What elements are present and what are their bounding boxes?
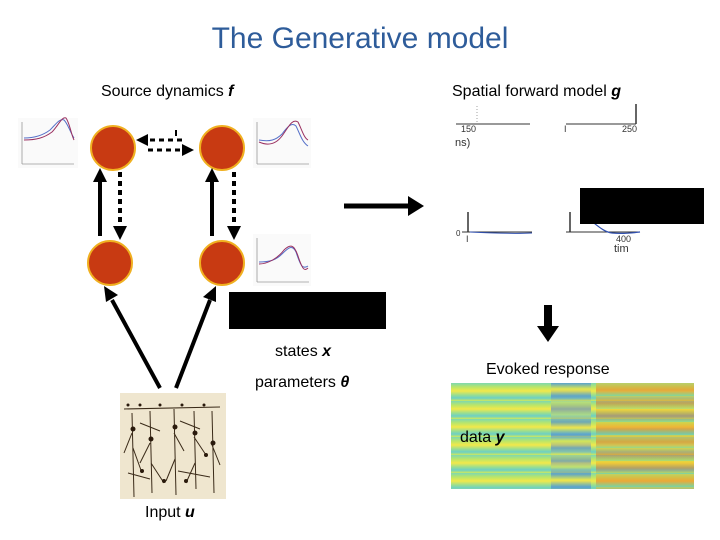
- svg-text:150: 150: [461, 124, 476, 134]
- source-node-3: [87, 240, 133, 286]
- lateral-coupling-arrows: [136, 130, 194, 156]
- states-label: states x: [275, 343, 331, 361]
- evoked-response-arrow: [537, 305, 559, 342]
- sensor-trace-2: I 250: [564, 104, 637, 134]
- data-label: data y: [460, 429, 505, 447]
- source-node-2: [199, 125, 245, 171]
- svg-text:ns): ns): [455, 137, 470, 149]
- svg-text:400: 400: [616, 234, 631, 244]
- data-text: data: [460, 429, 492, 446]
- input-text: Input: [145, 504, 181, 521]
- sensor-trace-1: 150 ns): [455, 106, 530, 149]
- svg-text:I: I: [564, 124, 567, 134]
- source-node-1: [90, 125, 136, 171]
- input-symbol: u: [185, 504, 195, 521]
- data-symbol: y: [495, 429, 505, 446]
- vertical-coupling-right: [205, 168, 241, 240]
- spatial-forward-model-text: Spatial forward model: [452, 83, 607, 100]
- forward-model-arrow: [344, 196, 424, 216]
- parameters-text: parameters: [255, 374, 336, 391]
- svg-text:I: I: [466, 234, 469, 244]
- neuron-sketch: [123, 403, 221, 498]
- svg-text:250: 250: [622, 124, 637, 134]
- black-box-right: [580, 188, 704, 224]
- vertical-coupling-left: [93, 168, 127, 240]
- slide-title: The Generative model: [211, 22, 509, 55]
- svg-text:0: 0: [456, 229, 461, 238]
- trace-thumbnail-bottom-right: [253, 234, 311, 286]
- cortical-neurons-image: [120, 393, 226, 499]
- source-dynamics-label: Source dynamics f: [101, 83, 234, 101]
- states-symbol: x: [322, 343, 332, 360]
- input-label: Input u: [145, 504, 195, 522]
- trace-thumbnail-top-left: [18, 117, 78, 168]
- spatial-forward-model-symbol: g: [611, 83, 621, 100]
- parameters-label: parameters θ: [255, 374, 349, 392]
- source-dynamics-text: Source dynamics: [101, 83, 224, 100]
- parameters-symbol: θ: [340, 374, 350, 391]
- sensor-trace-4: 400 tim: [566, 212, 641, 255]
- spatial-forward-model-label: Spatial forward model g: [452, 83, 621, 101]
- states-text: states: [275, 343, 318, 360]
- evoked-response-heatmap: [451, 383, 694, 489]
- sensor-trace-3: 0 I: [456, 212, 533, 244]
- source-node-4: [199, 240, 245, 286]
- black-box-left: [229, 292, 386, 329]
- input-arrows: [104, 286, 216, 389]
- evoked-response-label: Evoked response: [486, 361, 610, 378]
- source-dynamics-symbol: f: [228, 83, 234, 100]
- trace-thumbnail-top-right: [253, 118, 311, 168]
- svg-text:tim: tim: [614, 243, 629, 255]
